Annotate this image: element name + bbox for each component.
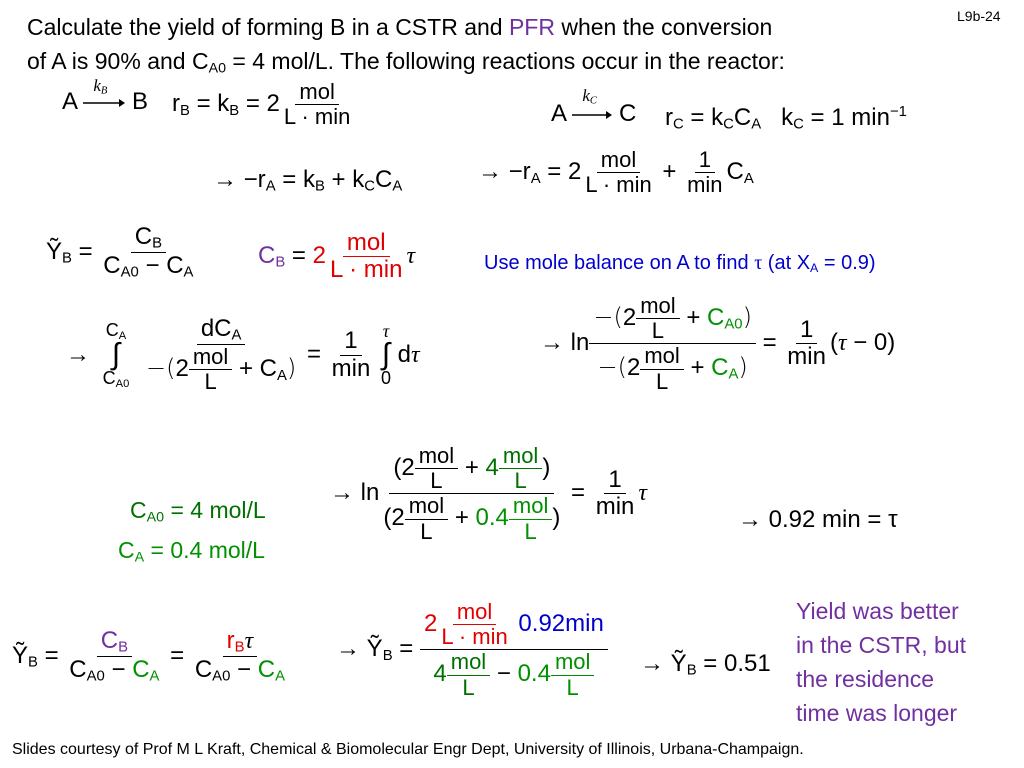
problem-line-1: Calculate the yield of forming B in a CS…	[27, 14, 773, 40]
conclusion-line: time was longer	[796, 700, 958, 726]
arrow-icon	[572, 110, 613, 119]
slide-number: L9b-24	[957, 8, 1001, 24]
arrow-icon	[83, 98, 126, 107]
rate-a-expression: → −rA = kB + kCCA	[213, 166, 403, 195]
tau-result: → 0.92 min = τ	[738, 506, 898, 533]
reaction-a-to-c: A kC C	[551, 86, 637, 127]
mole-balance-note: Use mole balance on A to find τ (at XA =…	[484, 252, 876, 276]
conclusion-line: the residence	[796, 666, 935, 692]
yield-result: → ỸB = 0.51	[640, 650, 771, 679]
ca0-condition: CA0 = 4 mol/L	[130, 497, 266, 526]
rate-c-equation: rC = kCCA kC = 1 min−1	[665, 104, 907, 133]
conclusion: Yield was better in the CSTR, but the re…	[796, 594, 966, 730]
reaction-a-to-b: A kB B	[62, 76, 149, 115]
problem-line-2: of A is 90% and CA0 = 4 mol/L. The follo…	[27, 48, 785, 77]
conditions: CA0 = 4 mol/L CA = 0.4 mol/L	[118, 494, 266, 573]
conclusion-line: Yield was better	[796, 598, 959, 624]
pfr-label: PFR	[508, 14, 555, 40]
problem-statement: Calculate the yield of forming B in a CS…	[27, 10, 785, 86]
footer-credit: Slides courtesy of Prof M L Kraft, Chemi…	[12, 741, 804, 758]
ca-condition: CA = 0.4 mol/L	[118, 536, 265, 566]
conclusion-line: in the CSTR, but	[796, 632, 967, 658]
